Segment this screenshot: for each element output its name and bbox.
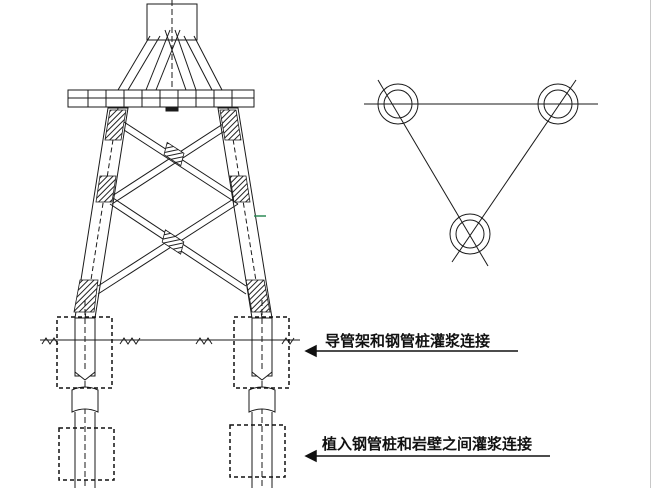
platform-deck bbox=[67, 89, 255, 112]
page-border bbox=[650, 0, 651, 488]
label-jacket-pile-grout: 导管架和钢管桩灌浆连接 bbox=[325, 332, 491, 350]
seabed-line bbox=[40, 337, 300, 345]
hatched-joints bbox=[73, 109, 271, 313]
plan-view bbox=[364, 79, 598, 267]
grout-zone-boxes bbox=[56, 316, 290, 481]
plan-leg-bottom bbox=[449, 213, 491, 255]
annotation-arrows bbox=[304, 344, 550, 463]
pile-right bbox=[248, 300, 276, 488]
transition-piece bbox=[117, 0, 223, 108]
plan-leg-left bbox=[377, 83, 419, 125]
pile-left bbox=[71, 300, 99, 488]
label-pile-rock-grout: 植入钢管桩和岩壁之间灌浆连接 bbox=[322, 435, 533, 453]
plan-leg-right bbox=[537, 83, 579, 125]
